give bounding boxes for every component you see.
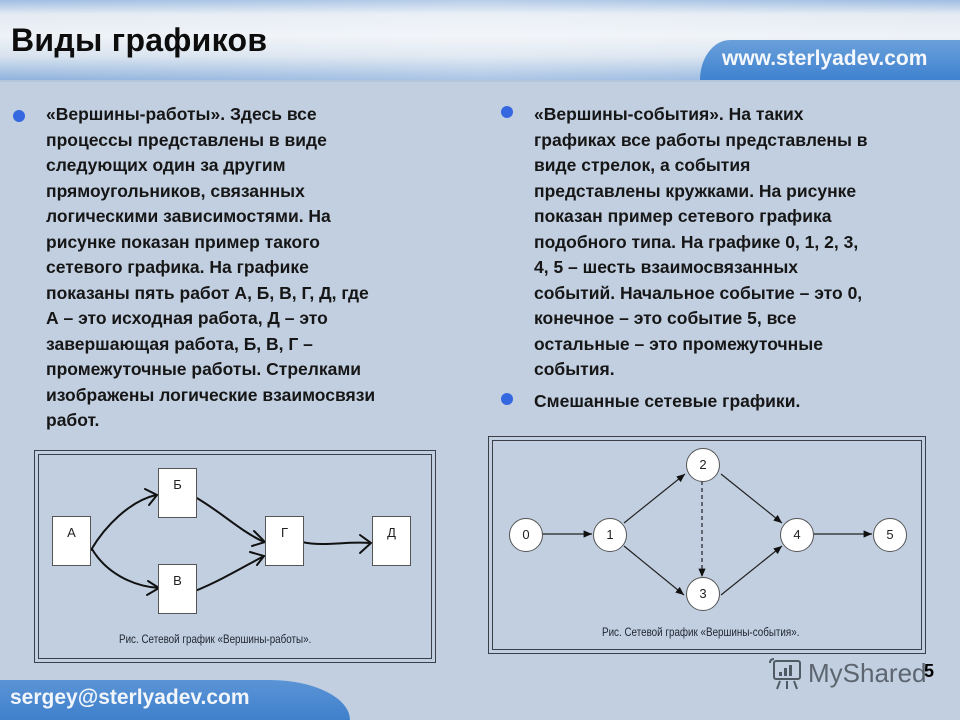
diagram-caption: Рис. Сетевой график «Вершины-работы». bbox=[119, 632, 312, 646]
bullet-icon bbox=[501, 393, 513, 405]
text-line: Смешанные сетевые графики. bbox=[534, 391, 801, 411]
text-line: события. bbox=[534, 359, 615, 379]
text-line: конечное – это событие 5, все bbox=[534, 308, 797, 328]
text-line: А – это исходная работа, Д – это bbox=[46, 308, 328, 328]
text-line: работ. bbox=[46, 410, 100, 430]
diagram-frame bbox=[492, 440, 922, 650]
text-line: 4, 5 – шесть взаимосвязанных bbox=[534, 257, 799, 277]
text-line: промежуточные работы. Стрелками bbox=[46, 359, 362, 379]
page-number: 5 bbox=[924, 661, 935, 681]
header-divider bbox=[0, 80, 960, 82]
watermark-logo: MyShared bbox=[808, 658, 927, 688]
footer-banner bbox=[0, 680, 350, 720]
website-tab bbox=[700, 40, 960, 80]
diagram-work-nodes: А Б В Г Д Рис. Сетевой график «Вершины-р… bbox=[34, 450, 436, 663]
text-line: изображены логические взаимосвязи bbox=[46, 384, 376, 405]
text-line: прямоугольников, связанных bbox=[46, 180, 305, 201]
text-line: процессы представлены в виде bbox=[46, 129, 327, 150]
diagram-event-nodes: 0 1 2 3 4 5 Рис. Сетевой график «Вершины… bbox=[488, 436, 926, 654]
event-node-1: 1 bbox=[593, 518, 627, 552]
text-line: завершающая работа, Б, В, Г – bbox=[46, 333, 313, 354]
text-line: показаны пять работ А, Б, В, Г, Д, где bbox=[46, 282, 369, 303]
work-node-a: А bbox=[52, 516, 91, 566]
website-link[interactable]: www.sterlyadev.com bbox=[722, 47, 928, 70]
mixed-graphs-item: Смешанные сетевые графики. bbox=[534, 389, 800, 415]
event-node-3: 3 bbox=[686, 577, 720, 611]
node-label: 3 bbox=[699, 586, 707, 601]
text-line: «Вершины-события». На таких bbox=[534, 104, 804, 124]
node-label: 5 bbox=[886, 527, 894, 542]
left-text-block: «Вершины-работы». Здесь все процессы пре… bbox=[46, 102, 375, 434]
node-label: Д bbox=[387, 525, 396, 540]
text-line: графиках все работы представлены в bbox=[534, 129, 868, 150]
contact-email[interactable]: sergey@sterlyadev.com bbox=[10, 686, 250, 709]
bullet-icon bbox=[501, 106, 513, 118]
event-node-2: 2 bbox=[686, 448, 720, 482]
text-line: показан пример сетевого графика bbox=[534, 206, 832, 226]
presentation-board-icon bbox=[769, 658, 801, 690]
work-node-b: Б bbox=[158, 468, 197, 518]
text-line: подобного типа. На графике 0, 1, 2, 3, bbox=[534, 231, 859, 252]
text-line: следующих один за другим bbox=[46, 155, 286, 175]
node-label: 1 bbox=[606, 527, 614, 542]
diagram-caption: Рис. Сетевой график «Вершины-события». bbox=[602, 625, 800, 639]
node-label: А bbox=[67, 525, 76, 540]
right-text-block: «Вершины-события». На таких графиках все… bbox=[534, 102, 868, 383]
node-label: 2 bbox=[699, 457, 707, 472]
slide-title: Виды графиков bbox=[11, 22, 268, 58]
text-line: виде стрелок, а события bbox=[534, 155, 751, 175]
work-node-v: В bbox=[158, 564, 197, 614]
diagram-frame bbox=[38, 454, 432, 659]
node-label: Б bbox=[173, 477, 182, 492]
text-line: событий. Начальное событие – это 0, bbox=[534, 282, 863, 303]
event-arrows bbox=[541, 473, 872, 596]
event-node-0: 0 bbox=[509, 518, 543, 552]
event-node-5: 5 bbox=[873, 518, 907, 552]
node-label: 0 bbox=[522, 527, 530, 542]
node-label: Г bbox=[280, 525, 289, 540]
node-label: 4 bbox=[793, 527, 801, 542]
work-node-g: Г bbox=[265, 516, 304, 566]
text-line: рисунке показан пример такого bbox=[46, 231, 320, 252]
text-line: логическими зависимостями. На bbox=[46, 206, 331, 226]
text-line: «Вершины-работы». Здесь все bbox=[46, 104, 317, 124]
bullet-icon bbox=[13, 110, 25, 122]
event-node-4: 4 bbox=[780, 518, 814, 552]
text-line: представлены кружками. На рисунке bbox=[534, 180, 857, 201]
work-node-d: Д bbox=[372, 516, 411, 566]
text-line: остальные – это промежуточные bbox=[534, 333, 823, 354]
node-label: В bbox=[173, 573, 182, 588]
text-line: сетевого графика. На графике bbox=[46, 257, 309, 277]
